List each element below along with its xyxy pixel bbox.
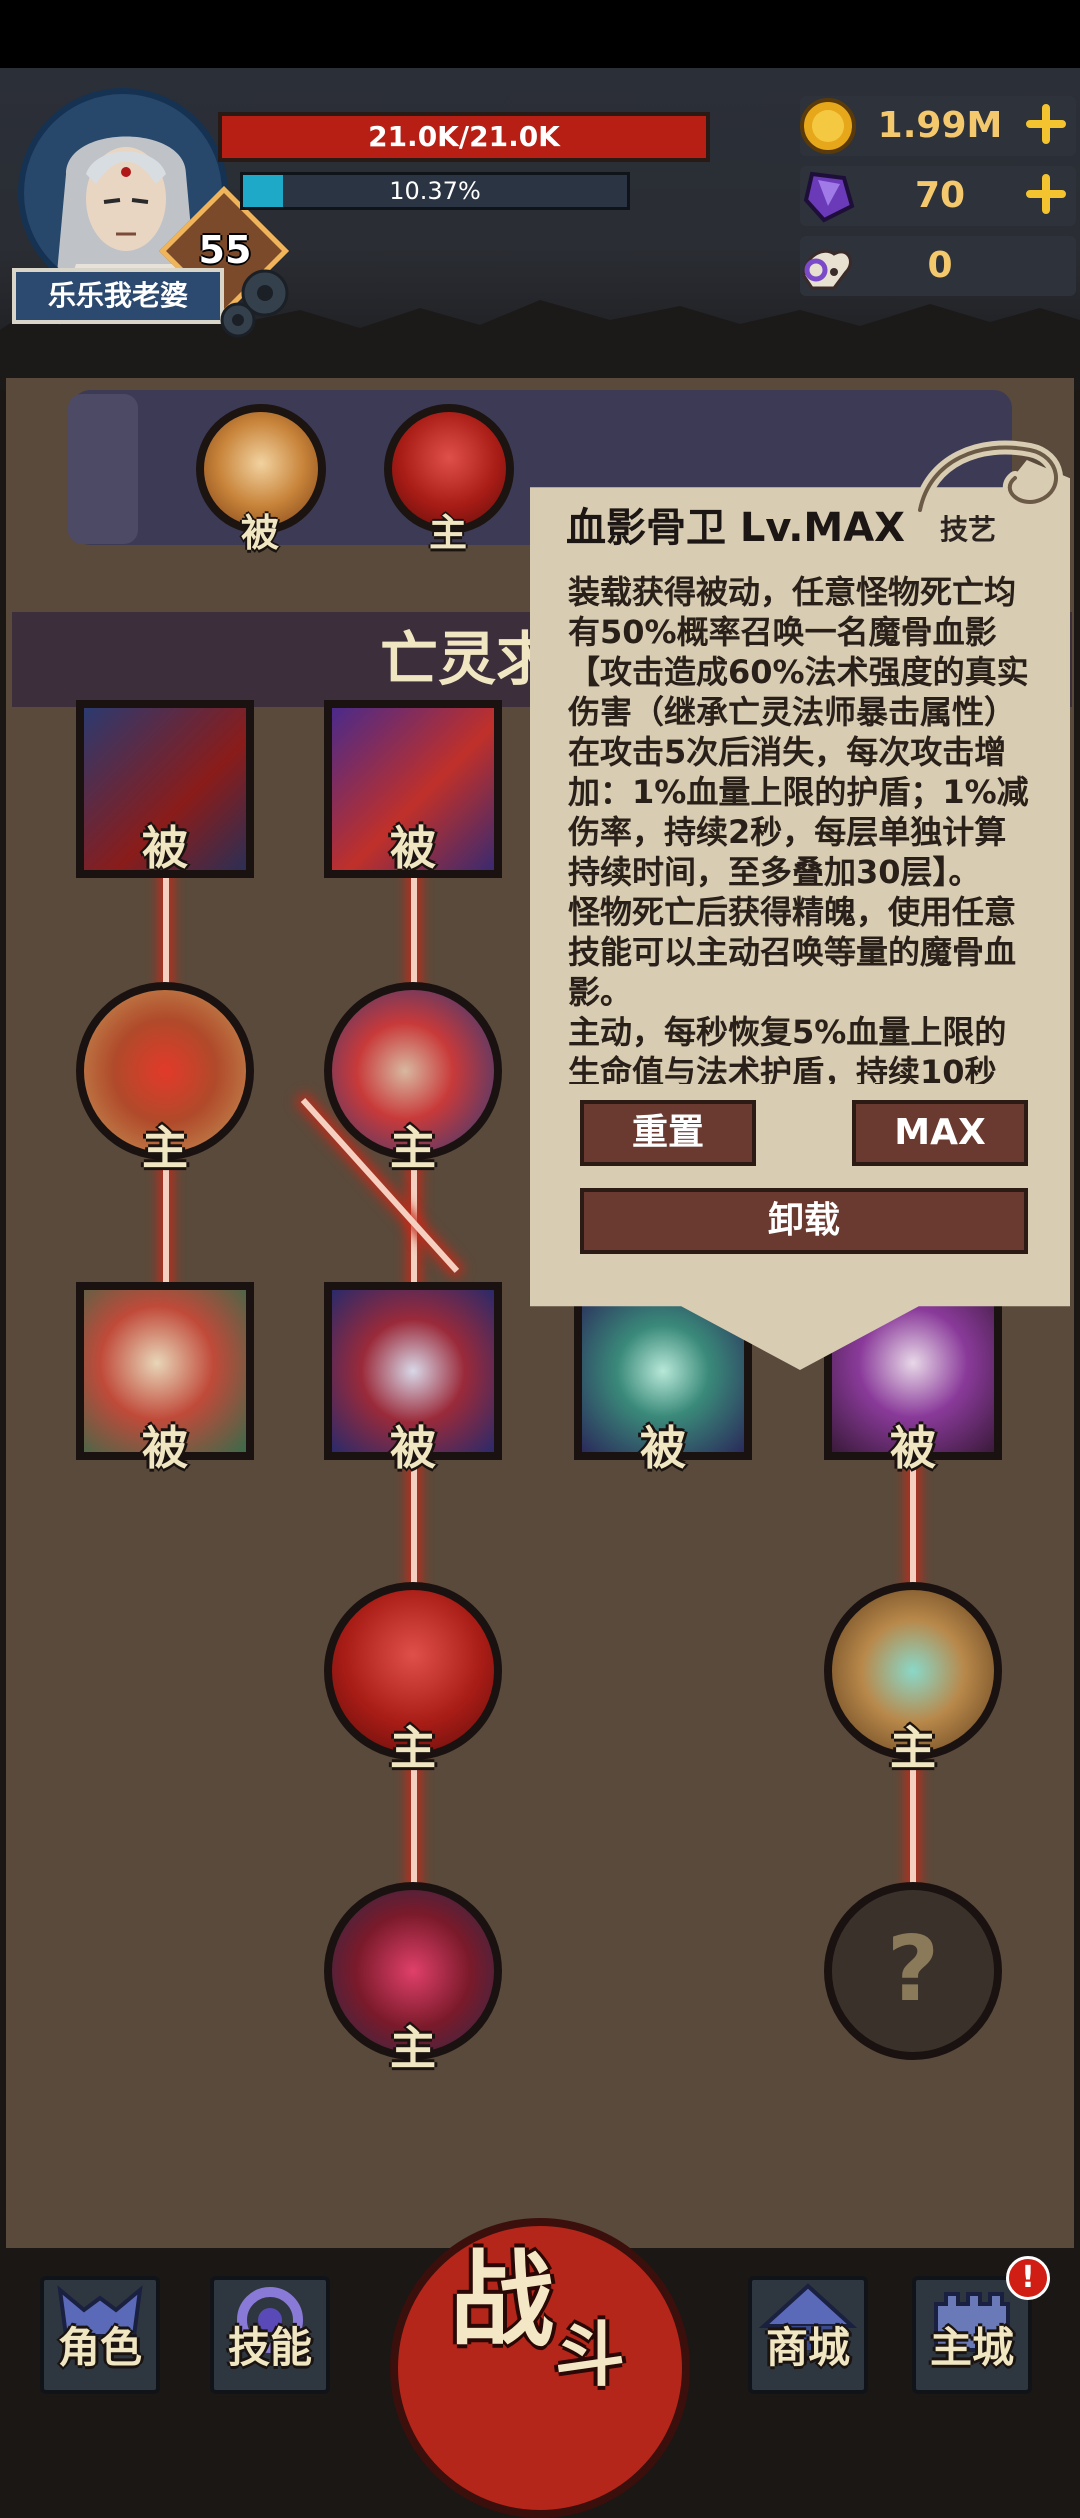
popup-ornament-icon: [913, 440, 1063, 517]
skill-node-r1c2-label: 被: [390, 821, 436, 875]
hp-bar: 21.0K/21.0K: [218, 112, 710, 162]
player-level: 55: [198, 228, 252, 272]
gold-coin-icon: [800, 98, 856, 154]
skill-node-r4c2[interactable]: [324, 1582, 502, 1760]
resource-gold: 1.99M: [800, 96, 1076, 156]
skill-node-r3c4-label: 被: [890, 1421, 936, 1475]
settings-gear-icon[interactable]: [210, 258, 300, 348]
skill-swirl-icon: [237, 2287, 303, 2353]
purple-crystal-icon: [803, 171, 855, 223]
player-avatar[interactable]: [18, 88, 228, 298]
add-gold-plus-icon[interactable]: [1026, 104, 1066, 144]
skill-node-r5c4-locked[interactable]: [824, 1882, 1002, 2060]
alert-badge: !: [1006, 2256, 1050, 2300]
tree-link: [163, 860, 169, 990]
skill-node-r2c1[interactable]: [76, 982, 254, 1160]
skill-node-r3c2-label: 被: [390, 1421, 436, 1475]
skill-node-r2c2[interactable]: [324, 982, 502, 1160]
nav-main-city-label: 主城: [929, 2323, 1014, 2372]
nav-main-city-button[interactable]: [912, 2276, 1032, 2394]
reset-button[interactable]: 重置: [580, 1100, 756, 1166]
add-crystal-plus-icon[interactable]: [1026, 174, 1066, 214]
nav-skill-label: 技能: [227, 2323, 312, 2372]
tree-link: [910, 1760, 916, 1890]
skill-node-r1c1-label: 被: [142, 821, 188, 875]
popup-skill-title: 血影骨卫 Lv.MAX: [566, 505, 906, 551]
tree-link: [411, 1460, 417, 1590]
tree-link: [411, 1760, 417, 1890]
role-helmet-icon: [57, 2285, 143, 2338]
xp-bar: 10.37%: [240, 172, 630, 210]
battle-label-2: 斗: [555, 2314, 625, 2396]
skill-node-r3c1[interactable]: [76, 1282, 254, 1460]
nav-shop-button[interactable]: [748, 2276, 868, 2394]
nav-role-label: 角色: [57, 2323, 142, 2372]
tab-skill-active-1-label: 主: [428, 511, 467, 555]
resource-crystal: 70: [800, 166, 1076, 226]
gold-amount: 1.99M: [877, 105, 1003, 146]
ram-skull-amount: 0: [927, 245, 953, 286]
popup-skill-description[interactable]: 装载获得被动，任意怪物死亡均有50%概率召唤一名魔骨血影【攻击造成60%法术强度…: [568, 573, 1029, 1084]
skill-node-r3c3-label: 被: [640, 1421, 686, 1475]
popup-skill-tag: 技艺: [940, 513, 997, 546]
skill-node-r2c1-label: 主: [142, 1121, 188, 1175]
skill-node-r4c2-label: 主: [390, 1721, 436, 1775]
tree-link: [411, 860, 417, 990]
xp-bar-fill: [243, 175, 283, 207]
resource-ram-skull: 0: [800, 236, 1076, 296]
section-title: 亡灵求: [380, 625, 555, 693]
battle-label-1: 战: [450, 2239, 555, 2361]
grass-silhouette: [0, 300, 1080, 390]
unload-button[interactable]: 卸载: [580, 1188, 1028, 1254]
tab-skill-passive-1[interactable]: [196, 404, 326, 534]
skill-node-r3c1-label: 被: [142, 1421, 188, 1475]
tree-link: [910, 1460, 916, 1590]
tab-skill-passive-1-label: 被: [240, 511, 279, 555]
skill-node-r5c2[interactable]: [324, 1882, 502, 2060]
tree-link: [163, 1160, 169, 1290]
skill-node-r1c1[interactable]: [76, 700, 254, 878]
skill-node-r1c2[interactable]: [324, 700, 502, 878]
nav-shop-label: 商城: [765, 2323, 850, 2372]
skill-node-r5c2-label: 主: [390, 2021, 436, 2075]
tab-skill-active-1[interactable]: [384, 404, 514, 534]
ram-skull-icon: [802, 249, 852, 290]
nav-role-button[interactable]: [40, 2276, 160, 2394]
scroll-end-left: [68, 394, 138, 544]
xp-percent: 10.37%: [389, 177, 481, 205]
player-name: 乐乐我老婆: [12, 268, 224, 324]
castle-icon: [934, 2292, 1010, 2352]
crystal-amount: 70: [914, 175, 966, 216]
skill-node-r2c2-label: 主: [390, 1121, 436, 1175]
locked-question-mark: ?: [886, 1917, 940, 2022]
nav-skill-button[interactable]: [210, 2276, 330, 2394]
max-button[interactable]: MAX: [852, 1100, 1028, 1166]
skill-node-r4c4-label: 主: [890, 1721, 936, 1775]
shop-tent-icon: [758, 2283, 858, 2350]
skill-node-r4c4[interactable]: [824, 1582, 1002, 1760]
skill-node-r3c2[interactable]: [324, 1282, 502, 1460]
status-bar: [0, 0, 1080, 68]
